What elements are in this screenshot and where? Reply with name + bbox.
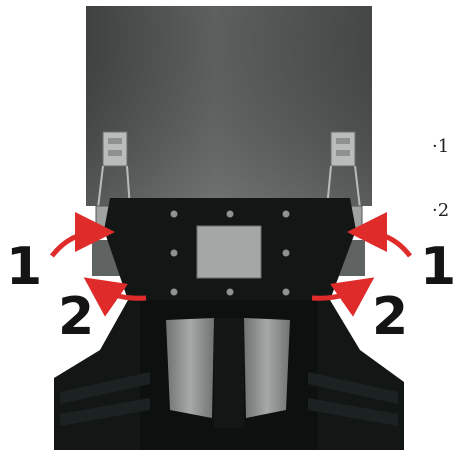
left-leg	[166, 318, 214, 418]
label-left-2: 2	[58, 287, 94, 347]
right-leg	[244, 318, 290, 418]
note-1: ·1	[432, 136, 449, 157]
label-right-1: 1	[420, 237, 454, 297]
curved-arrow-icon	[50, 212, 115, 258]
curved-arrow-icon	[347, 212, 412, 258]
label-left-1: 1	[6, 237, 42, 297]
center-post	[214, 318, 244, 428]
bolt-pattern	[170, 210, 290, 296]
label-right-2: 2	[372, 287, 408, 347]
curved-arrow-icon	[83, 277, 147, 317]
note-2: ·2	[432, 200, 449, 221]
center-window	[196, 225, 262, 279]
curved-arrow-icon	[311, 277, 375, 317]
tank-body	[86, 6, 372, 206]
